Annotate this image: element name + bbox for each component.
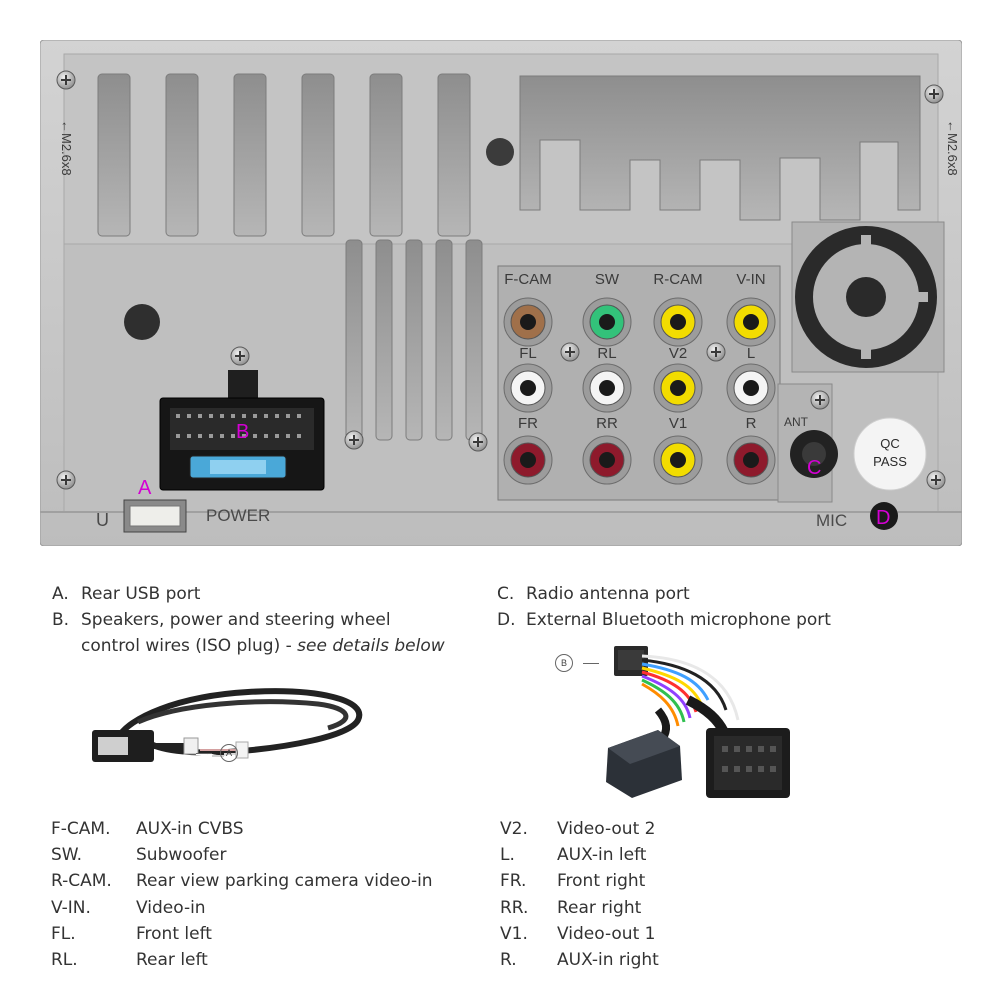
- svg-text:PASS: PASS: [873, 454, 907, 469]
- abbr-row: V-IN.Video-in: [51, 897, 206, 918]
- callout-c: C: [807, 457, 821, 479]
- abbr-row: L.AUX-in left: [500, 845, 647, 866]
- abbr-row: R-CAM.Rear view parking camera video-in: [51, 871, 433, 892]
- callout-b: B: [236, 421, 249, 443]
- screw-icon: [56, 470, 76, 490]
- rca-jack: [503, 363, 553, 413]
- abbreviation-list-left: F-CAM.AUX-in CVBS SW.Subwoofer R-CAM.Rea…: [51, 816, 433, 973]
- abbreviation-list-right: V2.Video-out 2 L.AUX-in left FR.Front ri…: [500, 816, 659, 973]
- mount-hole: [486, 138, 514, 166]
- side-label-right: ←M2.6x8: [945, 120, 960, 176]
- screw-icon: [924, 84, 944, 104]
- rca-jack: [582, 363, 632, 413]
- cooling-fan: [791, 221, 945, 373]
- callouts: A B C D: [138, 421, 890, 529]
- screw-icon: [56, 70, 76, 90]
- iso-connector: [159, 370, 325, 491]
- usb-cable-photo: [92, 688, 363, 762]
- jack-label: V-IN: [736, 271, 765, 288]
- ant-label: ANT: [784, 415, 809, 429]
- jack-label: R-CAM: [653, 271, 702, 288]
- usb-port: [123, 499, 187, 533]
- callout-d: D: [876, 507, 890, 529]
- legend-item: C.Radio antenna port: [497, 584, 690, 604]
- legend-right: C.Radio antenna port D.External Bluetoot…: [497, 581, 831, 633]
- jack-label: RL: [597, 345, 616, 362]
- rca-jack: [653, 297, 703, 347]
- abbr-row: R.AUX-in right: [500, 950, 659, 971]
- jack-label: L: [747, 345, 755, 362]
- rca-jack: [582, 435, 632, 485]
- abbr-row: RR.Rear right: [500, 897, 642, 918]
- iso-photo-callout: B: [555, 654, 599, 672]
- usb-photo-callout: A: [196, 744, 238, 762]
- jack-label: R: [746, 415, 757, 432]
- abbr-row: V1.Video-out 1: [500, 923, 656, 944]
- jack-label: FL: [519, 345, 537, 362]
- qc-pass-sticker: QC PASS: [853, 417, 927, 491]
- rca-jack: [653, 435, 703, 485]
- screw-icon: [926, 470, 946, 490]
- screw-icon: [810, 390, 830, 410]
- rca-jack: [726, 435, 776, 485]
- svg-text:QC: QC: [880, 436, 900, 451]
- abbr-row: FL.Front left: [51, 923, 212, 944]
- screw-icon: [468, 432, 488, 452]
- side-label-left: ←M2.6x8: [59, 120, 74, 176]
- power-label: POWER: [206, 506, 270, 525]
- abbr-row: F-CAM.AUX-in CVBS: [51, 819, 244, 839]
- rca-jack: [503, 297, 553, 347]
- rca-jack: [726, 363, 776, 413]
- screw-icon: [560, 342, 580, 362]
- jack-label: F-CAM: [504, 271, 552, 288]
- screw-icon: [706, 342, 726, 362]
- jack-label: V1: [669, 415, 687, 432]
- iso-harness-photo: [606, 646, 790, 798]
- rca-jack: [582, 297, 632, 347]
- rca-jack: [503, 435, 553, 485]
- legend-item: A.Rear USB port: [52, 584, 201, 604]
- rear-panel-diagram: F-CAM SW R-CAM V-IN FL RL V2 L FR RR V1 R U POWER A…: [40, 40, 962, 546]
- abbr-row: FR.Front right: [500, 871, 646, 892]
- usb-label: U: [96, 510, 109, 530]
- jack-label: V2: [669, 345, 687, 362]
- screw-icon: [230, 346, 250, 366]
- abbr-row: RL.Rear left: [51, 950, 208, 971]
- legend-item: D.External Bluetooth microphone port: [497, 610, 831, 630]
- jack-label: SW: [595, 271, 620, 288]
- vent-slots: [97, 73, 471, 237]
- rca-jack: [653, 363, 703, 413]
- heatsink-maze: [519, 75, 921, 221]
- abbr-row: V2.Video-out 2: [500, 819, 656, 839]
- rca-jack: [726, 297, 776, 347]
- legend-left: A.Rear USB port B.Speakers, power and st…: [52, 581, 445, 659]
- legend-item: B.Speakers, power and steering wheel: [52, 610, 391, 630]
- jack-label: RR: [596, 415, 618, 432]
- mount-hole: [124, 304, 160, 340]
- mic-jack: [870, 502, 898, 530]
- abbr-row: SW.Subwoofer: [51, 845, 227, 866]
- jack-label: FR: [518, 415, 538, 432]
- screw-icon: [344, 430, 364, 450]
- mic-label: MIC: [816, 511, 847, 530]
- legend-item: control wires (ISO plug) - see details b…: [81, 636, 445, 656]
- callout-a: A: [138, 477, 152, 499]
